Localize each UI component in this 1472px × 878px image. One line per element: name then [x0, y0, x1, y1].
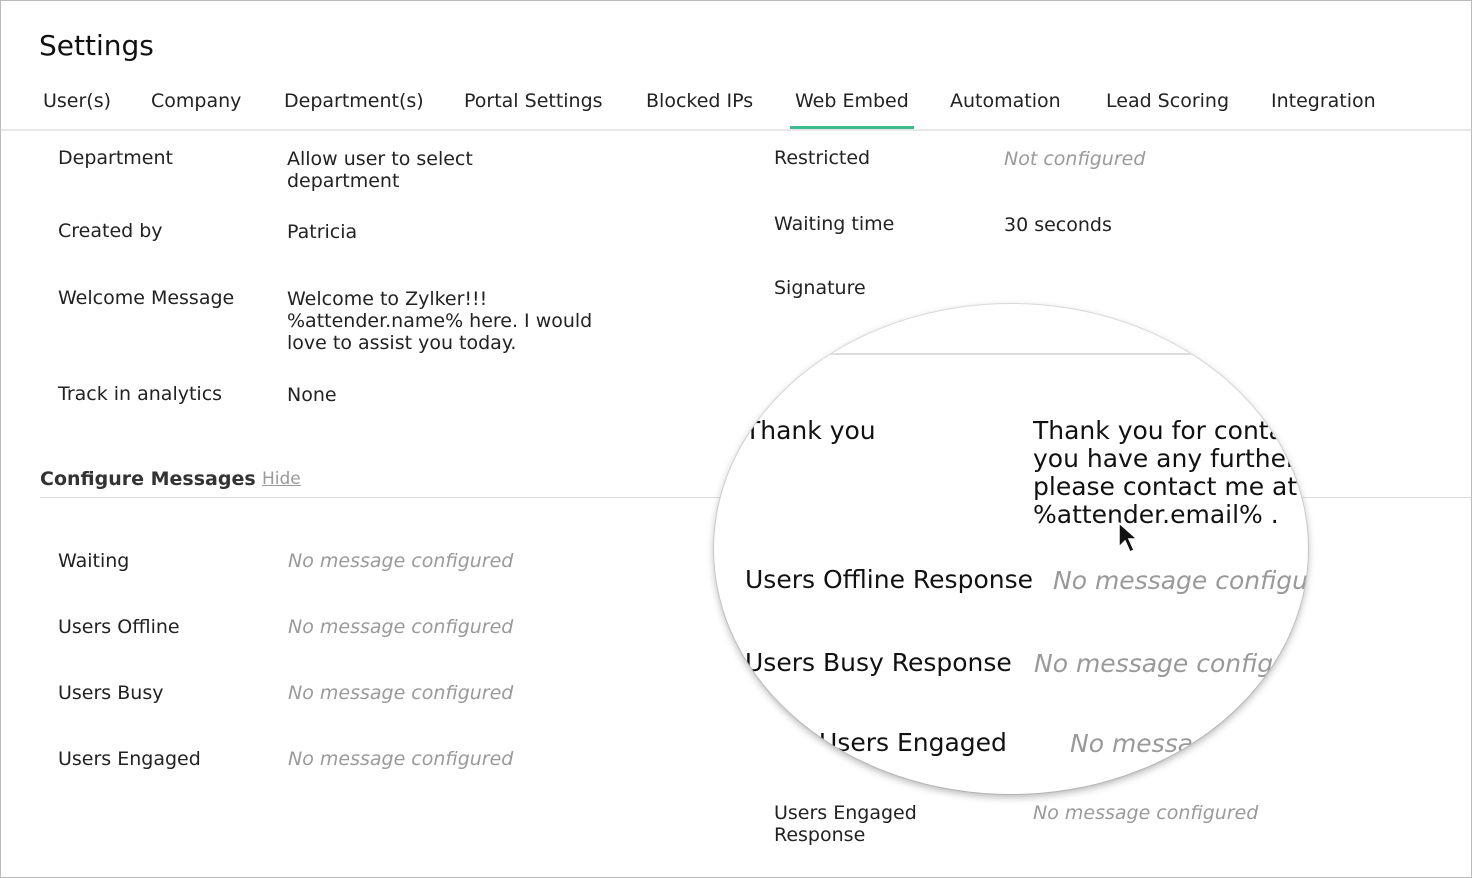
welcome-message-value: Welcome to Zylker!!! %attender.name% her… [287, 288, 593, 354]
users-offline-value: No message configured [288, 616, 514, 638]
thank-you-line: %attender.email% . [1033, 500, 1279, 529]
created-by-value: Patricia [287, 221, 358, 243]
tab-portal-settings[interactable]: Portal Settings [464, 90, 603, 112]
mouse-cursor-icon [1118, 521, 1139, 554]
welcome-message-label: Welcome Message [58, 287, 235, 309]
tab-divider [1, 129, 1471, 131]
track-analytics-value: None [287, 384, 337, 406]
thank-you-label: Thank you [745, 416, 876, 445]
restricted-label: Restricted [774, 147, 871, 169]
users-engaged-magnified-value: No message [1070, 729, 1225, 758]
users-busy-response-value: No message config [1034, 649, 1274, 678]
tab-lead-scoring[interactable]: Lead Scoring [1106, 90, 1230, 112]
tab-integration[interactable]: Integration [1271, 90, 1376, 112]
users-offline-label: Users Offline [58, 616, 180, 638]
thank-you-line: Thank you for contac [1033, 416, 1298, 445]
signature-label: Signature [774, 277, 866, 299]
waiting-value: No message configured [288, 550, 514, 572]
track-analytics-label: Track in analytics [58, 383, 223, 405]
users-busy-label: Users Busy [58, 682, 164, 704]
magnifier-lens: Thank you Thank you for contac you have … [714, 304, 1308, 794]
department-label: Department [58, 147, 173, 169]
users-engaged-label: Users Engaged [58, 748, 201, 770]
thank-you-line: please contact me at [1033, 472, 1298, 501]
users-offline-response-value: No message configu [1053, 566, 1308, 595]
users-engaged-response-value: No message configured [1033, 802, 1259, 824]
tab-company[interactable]: Company [151, 90, 242, 112]
users-offline-response-label: Users Offline Response [745, 565, 1033, 594]
users-busy-value: No message configured [288, 682, 514, 704]
users-engaged-magnified-label: Users Engaged [819, 728, 1007, 757]
department-value: Allow user to select department [287, 148, 473, 192]
waiting-time-label: Waiting time [774, 213, 895, 235]
tab-departments[interactable]: Department(s) [284, 90, 424, 112]
created-by-label: Created by [58, 220, 163, 242]
tab-blocked-ips[interactable]: Blocked IPs [646, 90, 754, 112]
thank-you-line: you have any further [1033, 444, 1297, 473]
tab-automation[interactable]: Automation [950, 90, 1061, 112]
hide-link[interactable]: Hide [262, 469, 301, 489]
restricted-value: Not configured [1004, 148, 1146, 170]
magnified-divider [786, 353, 1236, 355]
configure-messages-heading: Configure Messages [40, 468, 256, 490]
page-title: Settings [39, 29, 154, 62]
users-engaged-response-label: Users Engaged Response [774, 802, 917, 846]
tab-users[interactable]: User(s) [43, 90, 112, 112]
waiting-time-value: 30 seconds [1004, 214, 1112, 236]
users-busy-response-label: Users Busy Response [745, 648, 1012, 677]
waiting-label: Waiting [58, 550, 130, 572]
users-engaged-value: No message configured [288, 748, 514, 770]
tab-web-embed[interactable]: Web Embed [790, 90, 914, 129]
